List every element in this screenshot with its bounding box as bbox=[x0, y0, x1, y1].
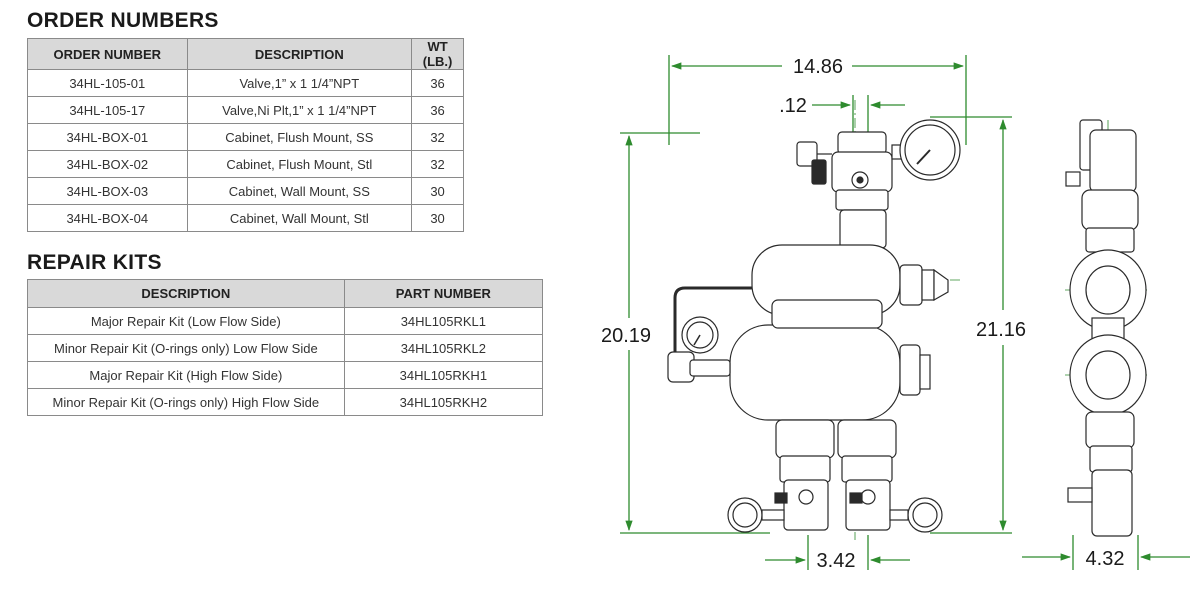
part-number-cell: 34HL105RKH1 bbox=[343, 361, 544, 389]
description-cell: Cabinet, Wall Mount, Stl bbox=[186, 204, 413, 232]
part-number-cell: 34HL105RKL2 bbox=[343, 334, 544, 362]
header-description: DESCRIPTION bbox=[27, 279, 345, 308]
dim-height-left: 20.19 bbox=[601, 325, 651, 347]
header-description: DESCRIPTION bbox=[186, 38, 413, 70]
repair-kits-title: REPAIR KITS bbox=[27, 251, 162, 274]
description-cell: Minor Repair Kit (O-rings only) High Flo… bbox=[27, 388, 345, 416]
order-number-cell: 34HL-BOX-02 bbox=[27, 150, 188, 178]
weight-cell: 36 bbox=[411, 96, 464, 124]
dim-offset: .12 bbox=[779, 95, 807, 117]
description-cell: Valve,Ni Plt,1” x 1 1/4”NPT bbox=[186, 96, 413, 124]
dim-outlet-spacing: 3.42 bbox=[817, 550, 856, 572]
order-numbers-title: ORDER NUMBERS bbox=[27, 9, 219, 32]
table-row: Minor Repair Kit (O-rings only) Low Flow… bbox=[27, 334, 544, 362]
header-part-number: PART NUMBER bbox=[343, 279, 544, 308]
description-cell: Minor Repair Kit (O-rings only) Low Flow… bbox=[27, 334, 345, 362]
table-row: Minor Repair Kit (O-rings only) High Flo… bbox=[27, 388, 544, 416]
table-row: Major Repair Kit (High Flow Side)34HL105… bbox=[27, 361, 544, 389]
weight-cell: 32 bbox=[411, 150, 464, 178]
order-number-cell: 34HL-105-17 bbox=[27, 96, 188, 124]
weight-cell: 32 bbox=[411, 123, 464, 151]
order-numbers-table: ORDER NUMBER DESCRIPTION WT (LB.) 34HL-1… bbox=[27, 38, 464, 232]
part-number-cell: 34HL105RKH2 bbox=[343, 388, 544, 416]
description-cell: Cabinet, Wall Mount, SS bbox=[186, 177, 413, 205]
table-row: Major Repair Kit (Low Flow Side)34HL105R… bbox=[27, 307, 544, 335]
order-number-cell: 34HL-BOX-04 bbox=[27, 204, 188, 232]
dim-height-right: 21.16 bbox=[976, 319, 1026, 341]
description-cell: Valve,1” x 1 1/4”NPT bbox=[186, 69, 413, 97]
weight-cell: 36 bbox=[411, 69, 464, 97]
dim-depth: 4.32 bbox=[1086, 548, 1125, 570]
description-cell: Cabinet, Flush Mount, Stl bbox=[186, 150, 413, 178]
order-number-cell: 34HL-BOX-03 bbox=[27, 177, 188, 205]
description-cell: Major Repair Kit (High Flow Side) bbox=[27, 361, 345, 389]
description-cell: Cabinet, Flush Mount, SS bbox=[186, 123, 413, 151]
order-number-cell: 34HL-BOX-01 bbox=[27, 123, 188, 151]
table-header-row: DESCRIPTION PART NUMBER bbox=[27, 279, 544, 308]
weight-cell: 30 bbox=[411, 204, 464, 232]
header-weight: WT (LB.) bbox=[411, 38, 464, 70]
dimension-lines bbox=[620, 55, 1190, 570]
side-view-valve bbox=[1065, 119, 1147, 537]
table-header-row: ORDER NUMBER DESCRIPTION WT (LB.) bbox=[27, 38, 464, 70]
repair-kits-table: DESCRIPTION PART NUMBER Major Repair Kit… bbox=[27, 279, 544, 416]
weight-cell: 30 bbox=[411, 177, 464, 205]
description-cell: Major Repair Kit (Low Flow Side) bbox=[27, 307, 345, 335]
part-number-cell: 34HL105RKL1 bbox=[343, 307, 544, 335]
dim-overall-width: 14.86 bbox=[793, 56, 843, 78]
front-view-valve bbox=[667, 119, 961, 533]
